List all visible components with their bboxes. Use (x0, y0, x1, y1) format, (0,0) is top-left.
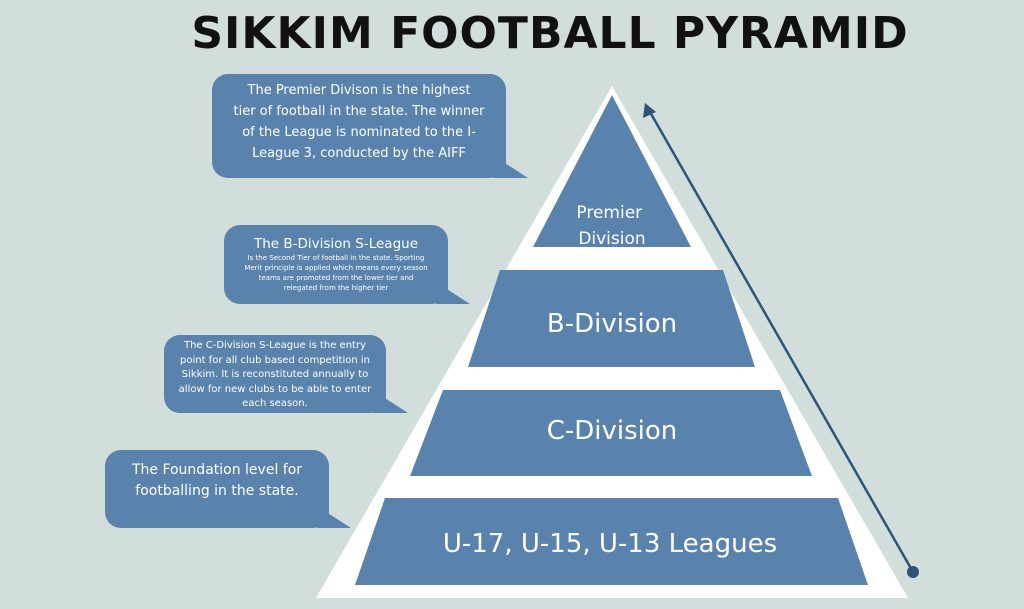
callout-b-division: The B-Division S-League Is the Second Ti… (224, 225, 448, 304)
tier-c-division-label: C-Division (547, 416, 678, 446)
tier-b-division-label: B-Division (547, 309, 677, 339)
callout-line: teams are promoted from the lower tier a… (258, 274, 414, 282)
callout-line: relegated from the higher tier (283, 284, 389, 292)
callout-line: each season. (242, 398, 308, 409)
tier-premier (533, 95, 691, 247)
callout-line: The C-Division S-League is the entry (183, 340, 366, 351)
tier-premier-label-line: Division (578, 229, 645, 249)
callout-line: point for all club based competition in (180, 354, 370, 366)
callout-line: Merit principle is applied which means e… (244, 264, 428, 272)
tier-premier-label-line: Premier (576, 203, 642, 223)
tier-premier-label: Premier Division (576, 203, 647, 249)
callout-line: of the League is nominated to the I- (242, 125, 476, 140)
tier-c-division (410, 390, 812, 476)
tier-foundation-label: U-17, U-15, U-13 Leagues (443, 529, 777, 559)
tier-b-division (468, 270, 755, 367)
callout-line: tier of football in the state. The winne… (233, 104, 485, 119)
callout-premier-division: The Premier Divison is the highest tier … (212, 74, 506, 178)
diagram-title: SIKKIM FOOTBALL PYRAMID (191, 8, 909, 59)
callout-line: Is the Second Tier of football in the st… (247, 254, 425, 262)
callout-line: footballing in the state. (135, 483, 299, 499)
callout-line: The Premier Divison is the highest (247, 83, 471, 98)
ascent-arrow-base-dot (907, 566, 919, 578)
callout-line: Sikkim. It is reconstituted annually to (181, 369, 369, 380)
callout-line: League 3, conducted by the AIFF (252, 146, 466, 161)
callout-c-division: The C-Division S-League is the entry poi… (164, 335, 386, 413)
ascent-arrow-line (648, 111, 915, 573)
tier-foundation (355, 498, 868, 585)
callout-line: The Foundation level for (131, 462, 303, 478)
callout-line: allow for new clubs to be able to enter (178, 383, 372, 395)
ascent-arrow-head-icon (643, 103, 656, 118)
callout-foundation: The Foundation level for footballing in … (105, 450, 329, 528)
callout-title: The B-Division S-League (253, 236, 419, 252)
